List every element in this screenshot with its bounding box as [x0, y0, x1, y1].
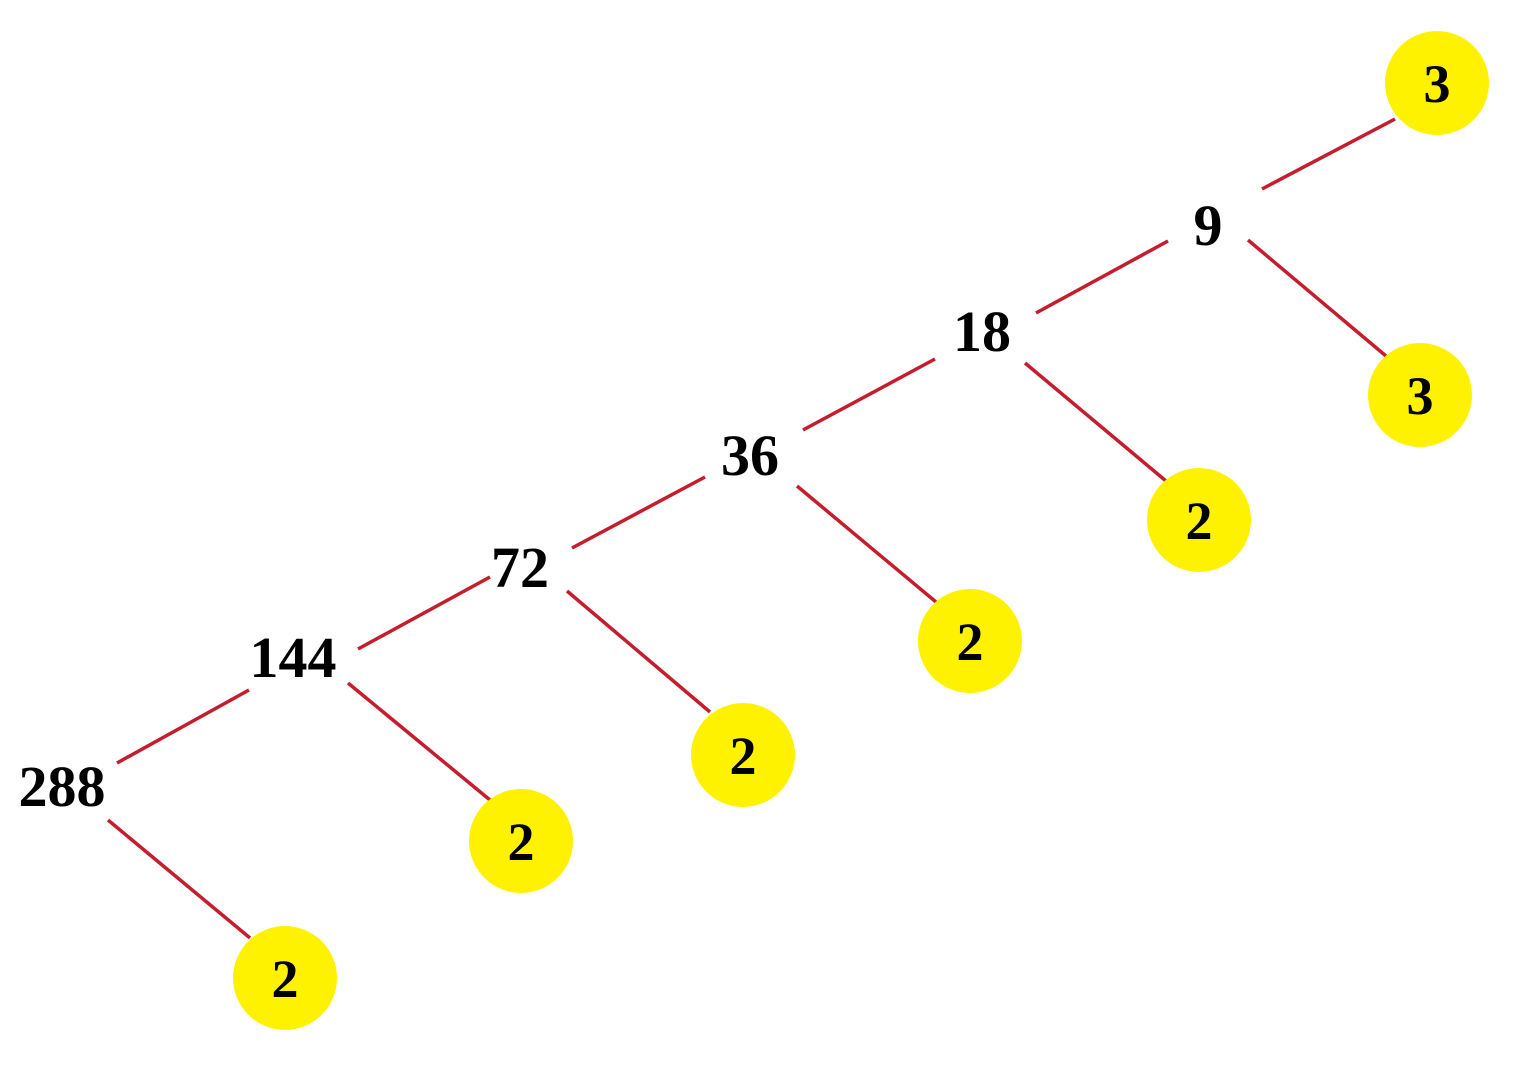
prime-node-circle — [1147, 468, 1251, 572]
prime-node-circle — [469, 789, 573, 893]
tree-edge — [106, 818, 252, 940]
tree-edge — [1246, 238, 1388, 358]
prime-node-circle — [918, 589, 1022, 693]
prime-node-circle — [691, 703, 795, 807]
tree-edge — [116, 688, 250, 765]
composite-node-288: 288 — [19, 754, 106, 819]
composite-node-72: 72 — [491, 535, 549, 600]
composite-node-18: 18 — [953, 299, 1011, 364]
prime-node-circle — [233, 926, 337, 1030]
composite-node-36: 36 — [721, 423, 779, 488]
prime-node-label: 3 — [1407, 366, 1434, 426]
tree-edge — [565, 589, 712, 714]
tree-edge — [802, 357, 936, 432]
tree-edge — [571, 475, 706, 550]
prime-node-label: 2 — [508, 812, 535, 872]
tree-edge — [795, 484, 938, 604]
prime-node-label: 3 — [1424, 54, 1451, 114]
tree-edge — [357, 575, 491, 651]
tree-edge — [1023, 361, 1168, 483]
composite-node-9: 9 — [1194, 193, 1223, 258]
prime-node-circle — [1368, 343, 1472, 447]
tree-edge — [1261, 117, 1396, 191]
prime-node-label: 2 — [272, 949, 299, 1009]
prime-node-circle — [1385, 31, 1489, 135]
prime-node-label: 2 — [730, 726, 757, 786]
prime-node-label: 2 — [957, 612, 984, 672]
composite-node-144: 144 — [250, 625, 337, 690]
tree-edge — [1035, 239, 1169, 315]
prime-node-label: 2 — [1186, 491, 1213, 551]
tree-edge — [346, 681, 492, 802]
